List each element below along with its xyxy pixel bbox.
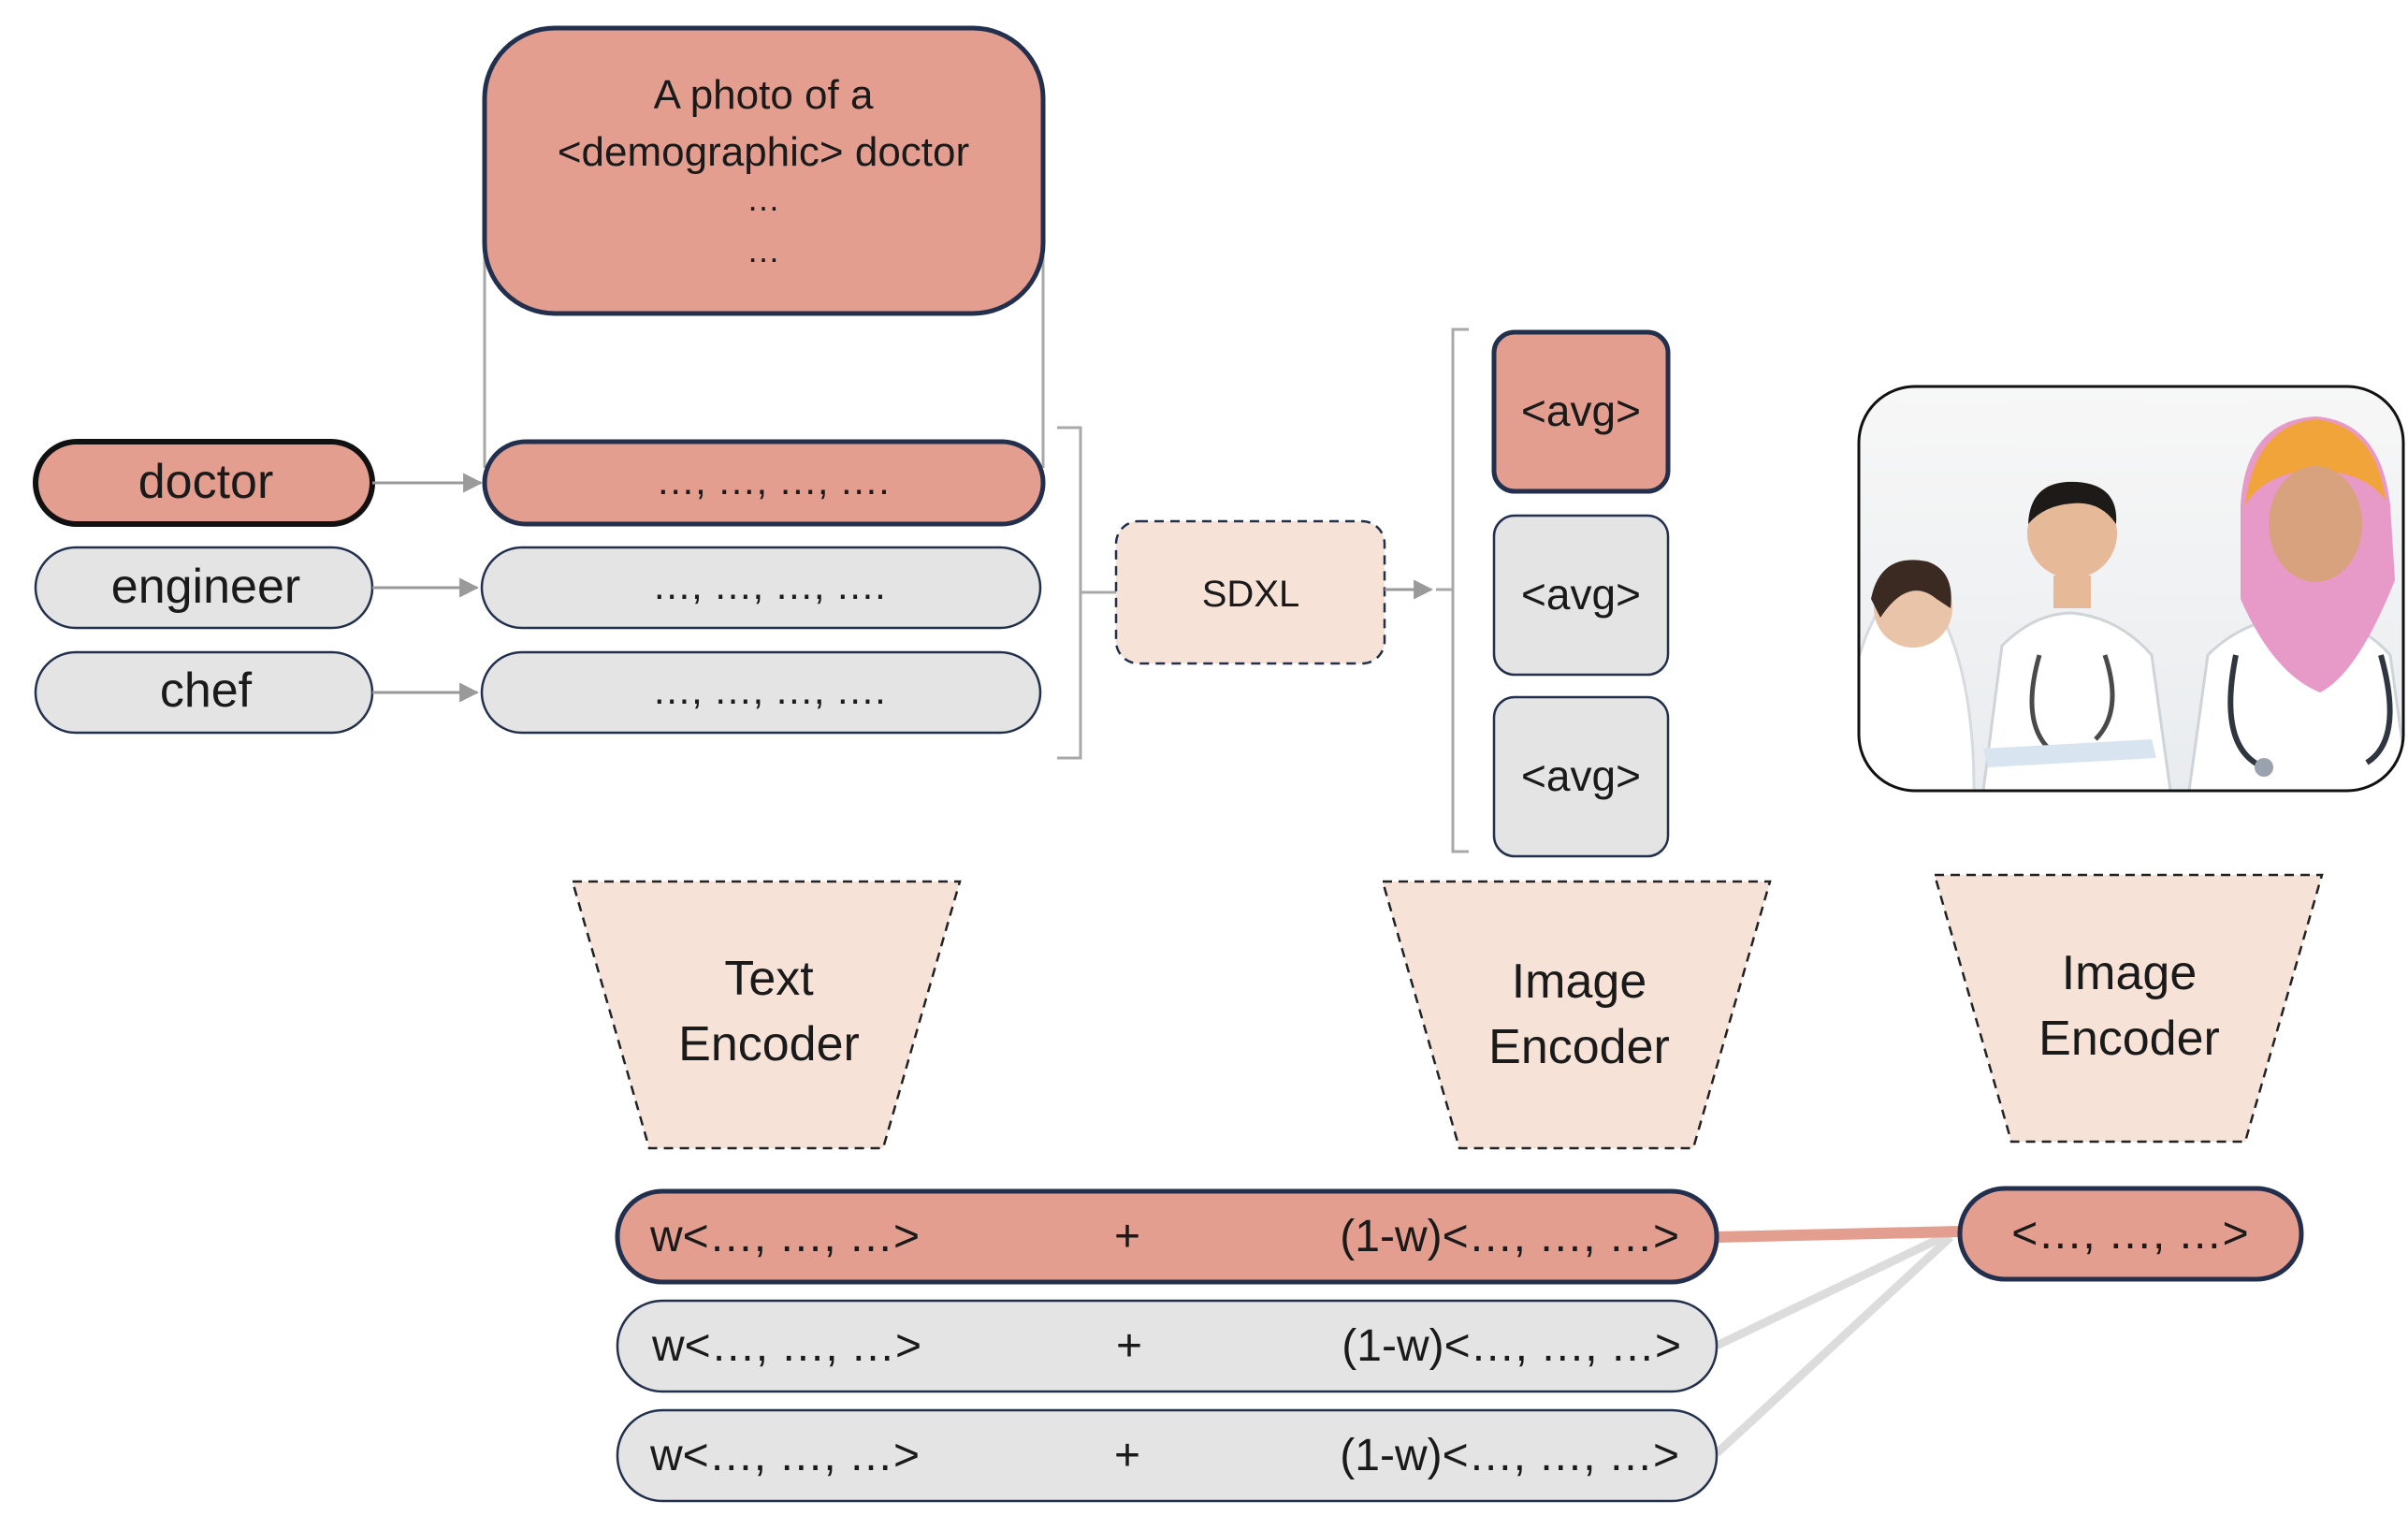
occupation-label: doctor	[138, 455, 274, 509]
prompt-template-box: A photo of a <demographic> doctor … …	[482, 25, 1046, 316]
combined-embedding-chef: w<…, …, …> + (1-w)<…, …, …>	[616, 1408, 1719, 1503]
avg-label: <avg>	[1521, 751, 1641, 800]
prompt-row-doctor: …, …, …, ….	[482, 439, 1046, 527]
avg-bracket	[1436, 328, 1469, 853]
combo-left: w<…, …, …>	[651, 1321, 921, 1371]
combo-plus: +	[1114, 1212, 1140, 1261]
doctors-photo	[1857, 385, 2405, 793]
query-embedding-label: <…, …, …>	[2011, 1209, 2248, 1259]
combo-right: (1-w)<…, …, …>	[1340, 1212, 1679, 1261]
combo-right: (1-w)<…, …, …>	[1342, 1321, 1681, 1371]
image-encoder-right: Image Encoder	[1933, 873, 2324, 1144]
prompt-row-engineer: …, …, …, ….	[480, 546, 1042, 630]
similarity-line-chef	[1713, 1233, 1954, 1457]
sdxl-label: SDXL	[1202, 574, 1300, 615]
encoder-label-line1: Image	[1512, 954, 1647, 1009]
combo-left: w<…, …, …>	[649, 1212, 920, 1261]
occupation-label: chef	[160, 663, 253, 718]
combo-plus: +	[1114, 1431, 1140, 1480]
avg-image-chef: <avg>	[1492, 695, 1670, 858]
combined-embedding-engineer: w<…, …, …> + (1-w)<…, …, …>	[616, 1299, 1719, 1393]
combined-embedding-doctor: w<…, …, …> + (1-w)<…, …, …>	[615, 1188, 1719, 1285]
text-encoder: Text Encoder	[571, 880, 962, 1150]
avg-label: <avg>	[1521, 386, 1641, 435]
occupation-doctor: doctor	[33, 439, 375, 527]
image-encoder-middle: Image Encoder	[1381, 880, 1772, 1150]
encoder-label-line2: Encoder	[1488, 1020, 1670, 1074]
similarity-line-doctor	[1716, 1226, 1961, 1243]
prompt-row-text: …, …, …, ….	[656, 459, 890, 503]
encoder-label-line1: Text	[724, 952, 814, 1006]
avg-label: <avg>	[1521, 570, 1641, 619]
prompt-row-chef: …, …, …, ….	[480, 650, 1042, 735]
prompt-line-3: …	[747, 180, 780, 218]
encoder-label-line1: Image	[2062, 946, 2198, 1000]
occupation-engineer: engineer	[34, 546, 374, 630]
query-image-embedding: <…, …, …>	[1957, 1186, 2304, 1282]
avg-image-engineer: <avg>	[1492, 514, 1670, 677]
prompt-line-2: <demographic> doctor	[558, 129, 969, 175]
prompts-brace	[1057, 426, 1118, 760]
similarity-line-engineer	[1715, 1229, 1952, 1350]
encoder-label-line2: Encoder	[2038, 1012, 2220, 1066]
prompt-line-1: A photo of a	[654, 72, 874, 118]
prompt-line-4: …	[747, 231, 780, 270]
occupation-chef: chef	[34, 650, 374, 735]
combo-left: w<…, …, …>	[649, 1431, 920, 1480]
encoder-label-line2: Encoder	[678, 1017, 860, 1071]
combo-plus: +	[1116, 1321, 1142, 1371]
prompt-row-text: …, …, …, ….	[652, 563, 886, 607]
avg-image-doctor: <avg>	[1491, 329, 1671, 494]
prompt-row-text: …, …, …, ….	[652, 668, 886, 712]
occupation-label: engineer	[111, 560, 300, 614]
combo-right: (1-w)<…, …, …>	[1340, 1431, 1679, 1480]
sdxl-model-box: SDXL	[1114, 519, 1386, 665]
